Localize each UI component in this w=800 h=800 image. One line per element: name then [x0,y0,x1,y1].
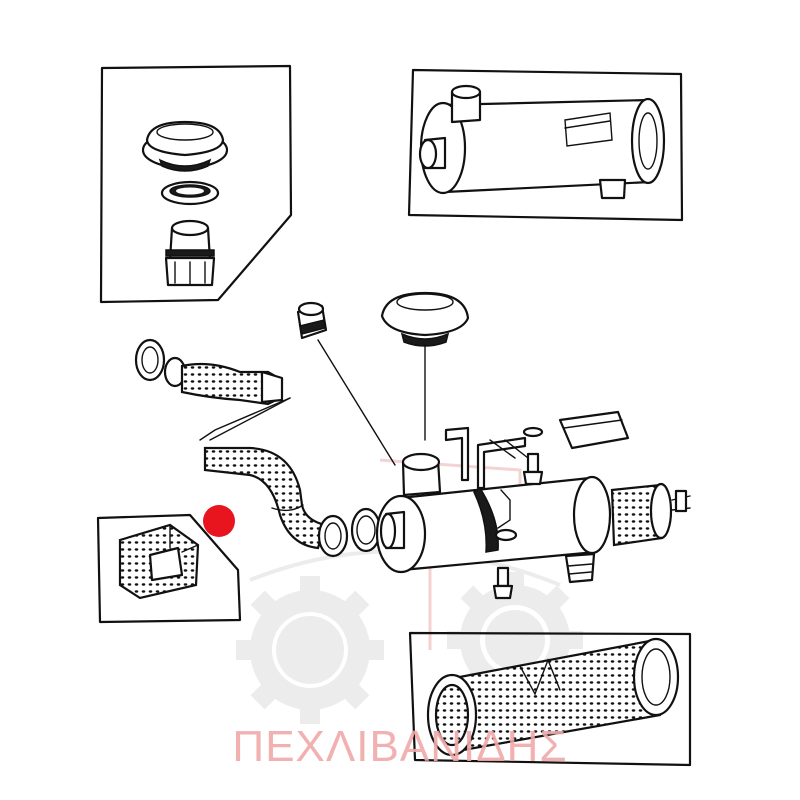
red-dot-marker[interactable] [203,505,235,537]
filter-element [558,410,691,547]
vacuator-valve [296,301,396,466]
intake-hose [134,338,284,406]
cap-assembly-detail [99,64,293,304]
hose-clamp [317,507,382,558]
mounting-bracket [444,426,544,600]
top-cap [380,291,470,441]
air-cleaner-body [375,452,612,584]
rubber-seal-detail [96,513,242,624]
large-filter-detail [408,631,692,767]
leader-lines [209,397,291,441]
air-cleaner-housing-detail [407,68,684,222]
watermark-text: ΠΕΧΛΙΒΑΝΙΔΗΣ [232,722,568,771]
